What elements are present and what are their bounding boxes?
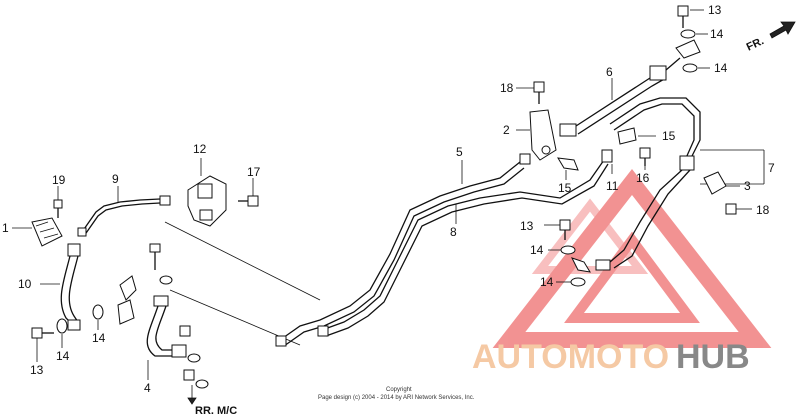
- callout-14-lower: 14: [540, 275, 554, 289]
- part-18-bolt-right: [725, 203, 752, 215]
- callout-13-left: 13: [30, 363, 44, 377]
- callout-7: 7: [768, 161, 775, 175]
- part-17-bolt: [238, 178, 259, 207]
- part-12-proportioning-valve: [187, 158, 227, 227]
- copyright-line: Page design (c) 2004 - 2014 by ARI Netwo…: [318, 395, 475, 401]
- callout-6: 6: [606, 65, 613, 79]
- callout-9: 9: [112, 172, 119, 186]
- copyright-title: Copyright: [386, 387, 412, 393]
- part-7-brake-line: [595, 97, 765, 271]
- fr-label: FR.: [745, 35, 766, 53]
- fr-arrow-icon: [769, 21, 796, 39]
- part-13-bolt-top: [677, 5, 704, 28]
- part-14-washer-mid-left: [92, 304, 104, 330]
- arrow-down-icon: [187, 397, 197, 405]
- part-6-brake-hose: [559, 57, 681, 137]
- part-15-clip-lower: [557, 157, 579, 180]
- callout-14-mid: 14: [92, 331, 106, 345]
- callout-17: 17: [247, 165, 261, 179]
- part-9-brake-pipe: [77, 186, 171, 237]
- callout-1: 1: [2, 221, 9, 235]
- callout-18-top: 18: [500, 81, 514, 95]
- part-13-bolt-lower-left: [31, 327, 54, 362]
- callout-14-top: 14: [710, 27, 724, 41]
- callout-18-right: 18: [756, 203, 770, 217]
- callout-15-lower: 15: [558, 181, 572, 195]
- watermark-auto: AUTOMOTO: [472, 338, 669, 376]
- callout-19: 19: [52, 173, 66, 187]
- part-14-washer-lower: [556, 257, 591, 287]
- part-14-washer-top2: [675, 39, 710, 73]
- part-14-washer-lower-left: [56, 318, 68, 348]
- part-4-brake-hose: [146, 295, 191, 380]
- callout-14-top2: 14: [714, 61, 728, 75]
- callout-12: 12: [193, 142, 207, 156]
- callout-2: 2: [503, 123, 510, 137]
- callout-13-top: 13: [708, 3, 722, 17]
- part-3-clamp: [703, 171, 740, 195]
- part-1-clamp: [12, 217, 63, 247]
- watermark-text: AUTOMOTO HUB: [472, 338, 750, 376]
- part-14-washer-top: [680, 29, 708, 39]
- callout-10: 10: [18, 277, 32, 291]
- callout-15-upper: 15: [662, 129, 676, 143]
- callout-8: 8: [450, 225, 457, 239]
- callout-14-mid2: 14: [530, 243, 544, 257]
- front-direction-arrow: FR.: [745, 21, 796, 54]
- part-2-bracket: [516, 109, 557, 161]
- rr-mc-label: RR. M/C: [195, 405, 237, 417]
- part-18-bolt-top: [516, 81, 545, 104]
- callout-13-mid: 13: [520, 219, 534, 233]
- callout-3: 3: [744, 179, 751, 193]
- part-15-clip-upper: [617, 127, 656, 145]
- watermark-logo: [492, 168, 772, 348]
- part-10-brake-hose: [40, 243, 81, 331]
- callout-11: 11: [606, 179, 619, 193]
- callout-5: 5: [456, 145, 463, 159]
- callout-4: 4: [144, 381, 151, 395]
- callout-14-left: 14: [56, 349, 70, 363]
- part-19-bolt: [53, 186, 63, 218]
- watermark-hub: HUB: [676, 338, 750, 376]
- part-5-8-brake-lines: [275, 149, 613, 347]
- callout-16: 16: [636, 171, 650, 185]
- fitting-lower: [183, 353, 209, 405]
- bracket-small: [117, 243, 173, 325]
- guide-line-1: [164, 221, 321, 301]
- part-14-washer-middle: [548, 245, 576, 255]
- part-13-bolt-middle: [544, 219, 571, 240]
- part-16-bolt: [639, 147, 651, 170]
